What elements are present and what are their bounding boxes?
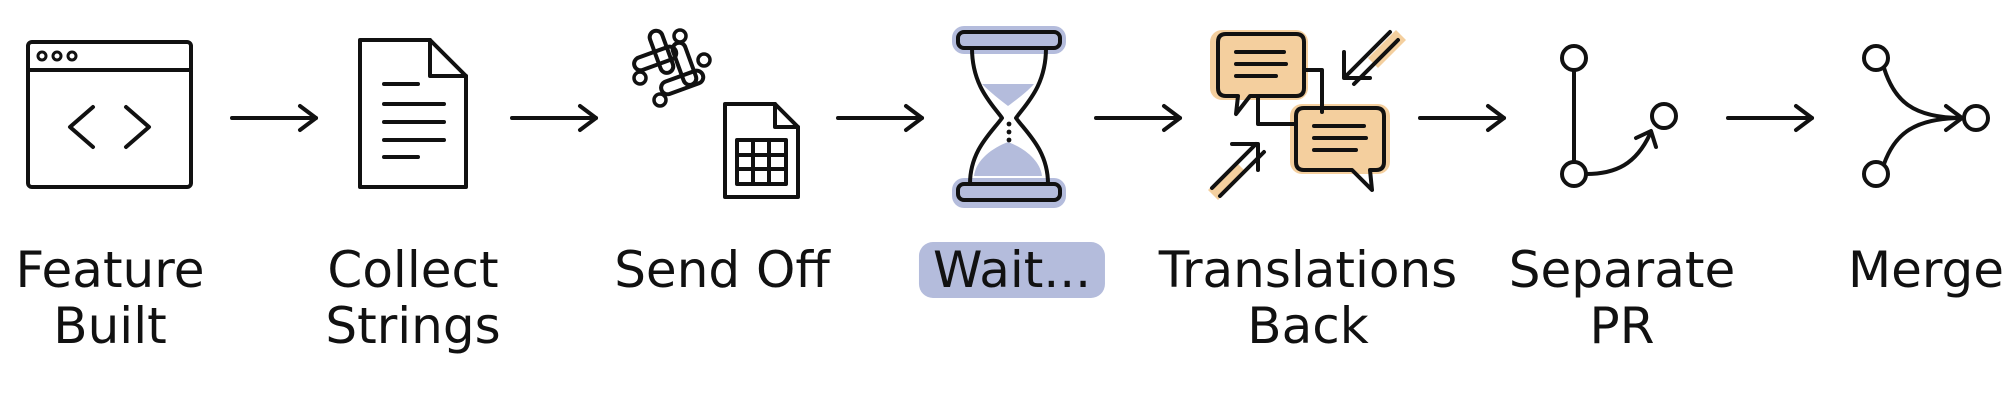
arrow-6 [1726,104,1814,132]
step-label-translations-back: Translations Back [1158,241,1458,355]
hourglass-icon [952,26,1066,208]
slack-spreadsheet-icon [632,28,800,199]
document-icon [358,38,468,189]
step-label-separate-pr: Separate PR [1508,241,1736,355]
chat-bubbles-icon [1208,30,1406,200]
slack-logo-icon [632,28,712,108]
step-label-merge: Merge [1847,241,2005,299]
incoming-arrow-bottom-left [1208,142,1266,200]
arrow-5 [1418,104,1506,132]
git-merge-icon [1862,44,1990,188]
arrow-3 [836,104,924,132]
arrow-2 [510,104,598,132]
step-label-collect-strings: Collect Strings [325,241,501,355]
step-label-send-off: Send Off [614,241,830,299]
spreadsheet-icon [723,102,800,199]
code-window-icon [26,40,193,189]
arrow-4 [1094,104,1182,132]
incoming-arrow-top-right [1342,30,1406,86]
step-label-feature-built: Feature Built [15,241,205,355]
step-label-wait: Wait... [918,242,1106,298]
git-branch-icon [1560,44,1678,188]
arrow-1 [230,104,318,132]
wait-highlight: Wait... [918,242,1106,298]
